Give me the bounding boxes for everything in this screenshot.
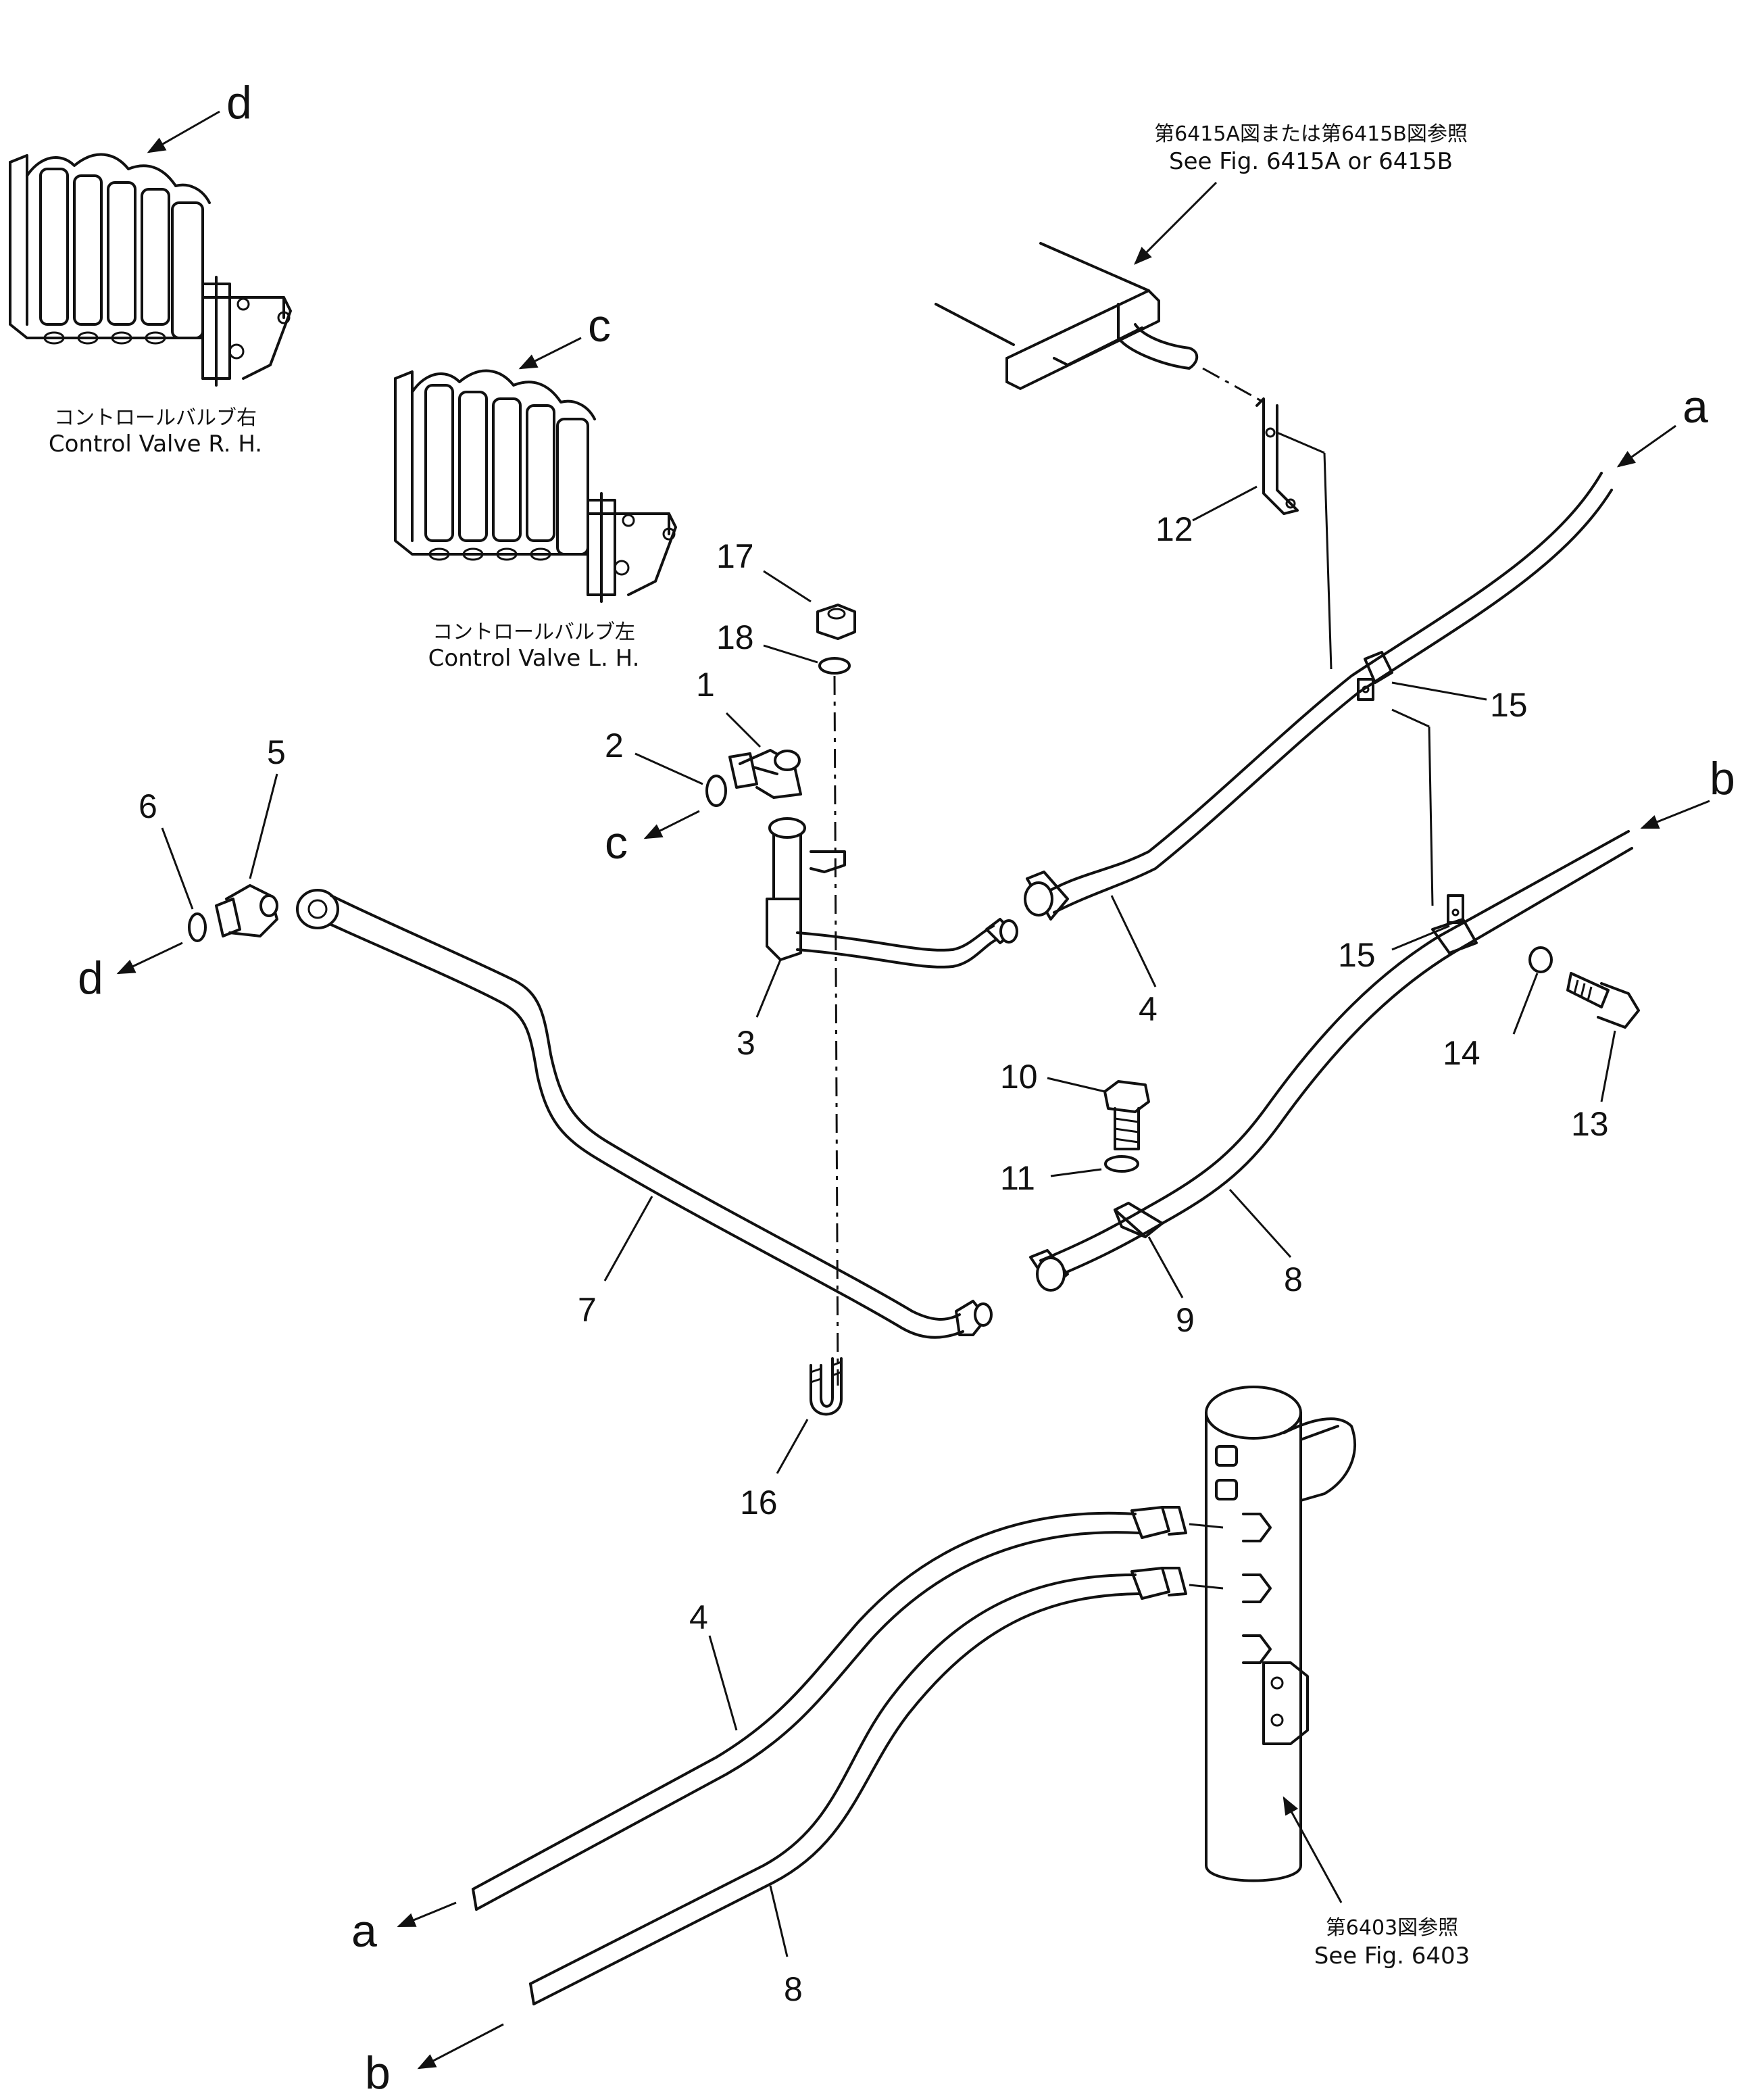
frame-bracket-drawing [935, 242, 1264, 404]
letter-b-bottom: b [365, 2047, 391, 2099]
leader-8-upper [1228, 1188, 1292, 1259]
control-valve-lh-drawing [394, 369, 677, 603]
clamp-9 [1114, 1202, 1164, 1238]
leader-9 [1147, 1236, 1184, 1298]
hose-8-upper [1029, 830, 1633, 1292]
part-label-8-lower: 8 [784, 1970, 803, 2008]
part-label-13: 13 [1571, 1105, 1609, 1143]
leader-4-upper [1110, 895, 1157, 987]
part-label-17: 17 [716, 537, 754, 575]
leader-c-left [643, 810, 700, 839]
part-label-1: 1 [696, 666, 715, 704]
letter-a-right: a [1683, 381, 1708, 433]
valve-rh-label-en: Control Valve R. H. [49, 431, 262, 458]
clamp-15-lower [1447, 894, 1464, 924]
leader-12 [1192, 485, 1258, 522]
letter-c-left: c [605, 817, 628, 869]
ref-6403-jp: 第6403図参照 [1326, 1916, 1458, 1940]
ref-6415-jp: 第6415A図または第6415B図参照 [1154, 122, 1468, 146]
hose-8-lower [529, 1567, 1187, 2005]
washer-14 [1528, 946, 1553, 973]
part-label-5: 5 [267, 733, 286, 771]
leader-7 [603, 1196, 653, 1281]
leader-17 [763, 570, 812, 603]
part-label-11: 11 [1000, 1159, 1035, 1197]
leader-15-upper [1391, 681, 1487, 701]
leader-1 [725, 712, 762, 748]
part-label-4-lower: 4 [689, 1598, 708, 1636]
leader-c-top [518, 337, 582, 370]
part-label-18: 18 [716, 618, 754, 656]
part-label-10: 10 [1000, 1058, 1038, 1096]
letter-b-right: b [1710, 753, 1735, 804]
leader-3 [755, 959, 782, 1018]
manifold-block [1205, 1386, 1356, 1882]
elbow-fitting-5 [215, 884, 278, 937]
washer-11 [1104, 1155, 1139, 1173]
valve-lh-label-jp: コントロールバルブ左 [432, 620, 635, 644]
o-ring-2 [705, 775, 727, 807]
bolt-10 [1103, 1080, 1150, 1150]
letter-d-top: d [226, 77, 252, 128]
part-label-6: 6 [139, 787, 157, 825]
valve-rh-label-jp: コントロールバルブ右 [54, 406, 257, 430]
leader-5 [249, 773, 278, 879]
part-label-7: 7 [578, 1291, 597, 1329]
leader-15-lower [1391, 925, 1450, 951]
valve-lh-label-en: Control Valve L. H. [428, 645, 640, 672]
washer-18 [818, 657, 851, 675]
leader-14 [1512, 973, 1539, 1035]
leader-18 [763, 644, 818, 664]
leader-a-right [1616, 424, 1676, 468]
part-label-16: 16 [740, 1484, 778, 1521]
leader-10 [1047, 1077, 1105, 1093]
part-label-3: 3 [737, 1024, 755, 1062]
u-bolt-16 [810, 1357, 843, 1416]
nut-17 [816, 604, 856, 640]
o-ring-6 [188, 912, 207, 942]
part-label-9: 9 [1176, 1301, 1195, 1339]
hose-4-lower [472, 1506, 1187, 1911]
leader-4-lower [708, 1635, 738, 1731]
leader-13 [1600, 1030, 1616, 1102]
letter-d-left: d [78, 952, 103, 1004]
leader-6 [161, 827, 194, 910]
hose-4-upper [1024, 472, 1613, 921]
letter-a-bottom: a [351, 1905, 377, 1957]
leader-16 [776, 1419, 809, 1474]
leader-b-bottom [417, 2023, 504, 2070]
leader-d-left [116, 942, 183, 975]
part-label-8-upper: 8 [1284, 1261, 1303, 1298]
clamp-15-upper [1357, 678, 1434, 906]
control-valve-rh-drawing [9, 153, 292, 387]
bolt-13 [1566, 972, 1640, 1029]
leader-8-lower [769, 1885, 789, 1957]
tube-3 [766, 817, 1018, 969]
ref-6403-en: See Fig. 6403 [1314, 1943, 1470, 1970]
part-label-2: 2 [605, 727, 624, 764]
leader-a-bottom [397, 1901, 457, 1928]
bracket-12 [1255, 397, 1333, 670]
leader-11 [1050, 1168, 1102, 1177]
leader-b-right [1640, 800, 1710, 829]
leader-ref-6415 [1134, 181, 1218, 265]
part-label-12: 12 [1155, 510, 1193, 548]
leader-2 [634, 752, 703, 785]
part-label-15-upper: 15 [1490, 686, 1528, 724]
part-label-4-upper: 4 [1139, 990, 1158, 1028]
leader-d-top [147, 110, 220, 153]
ref-6415-en: See Fig. 6415A or 6415B [1169, 148, 1453, 175]
letter-c-top: c [588, 300, 611, 351]
part-label-14: 14 [1443, 1034, 1480, 1072]
elbow-fitting-1 [728, 749, 802, 799]
centerline-u-bolt [833, 675, 839, 1386]
tube-7 [296, 889, 993, 1339]
part-label-15-lower: 15 [1338, 936, 1376, 974]
leader-ref-6403 [1283, 1796, 1343, 1903]
